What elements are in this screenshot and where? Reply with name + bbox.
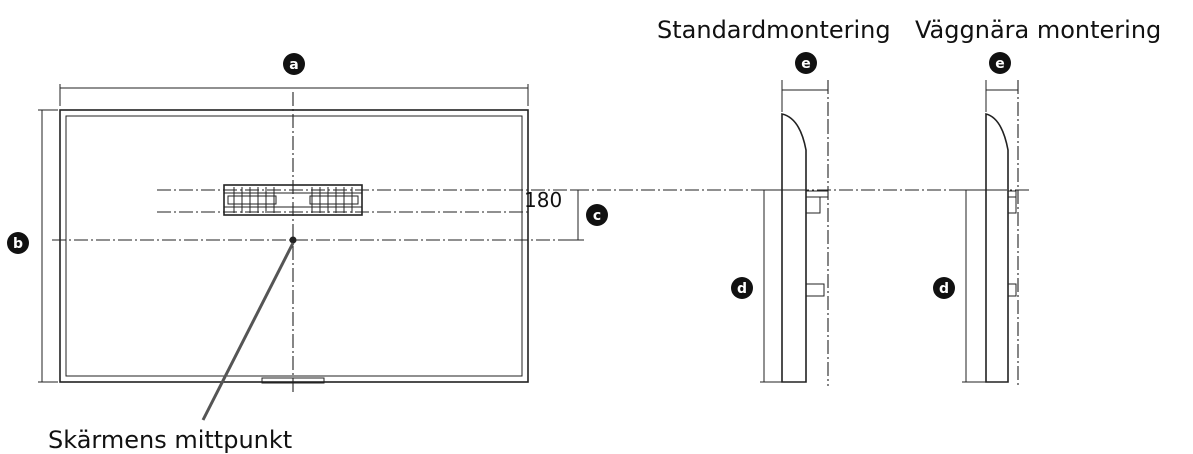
- offset-value-label: 180: [524, 188, 562, 212]
- center-point-leader: [201, 242, 295, 421]
- wall-close-foot-mount: [1007, 283, 1017, 297]
- badge-a: [283, 53, 305, 75]
- dimension-b: b: [7, 109, 58, 383]
- badge-d-standard-label: d: [737, 281, 747, 297]
- screen-center-point: [289, 236, 297, 244]
- standard-bracket-body: [805, 196, 821, 214]
- wall-close-profile: [985, 112, 1009, 383]
- side-view-standard: e d: [731, 52, 829, 386]
- wall-close-bracket-top: [1007, 190, 1017, 198]
- heading-wall-close-mounting: Väggnära montering: [915, 16, 1161, 44]
- badge-e-wall-close-label: e: [995, 56, 1005, 72]
- badge-c-label: c: [593, 208, 601, 224]
- badge-d-wall-close: [933, 277, 955, 299]
- badge-b: [7, 232, 29, 254]
- badge-c: [586, 204, 608, 226]
- dimension-a: a: [59, 53, 529, 106]
- badge-b-label: b: [13, 236, 23, 252]
- center-point-caption: Skärmens mittpunkt: [48, 426, 292, 454]
- standard-profile: [781, 113, 807, 383]
- badge-e-standard: [795, 52, 817, 74]
- wall-close-bracket-body: [1007, 196, 1017, 214]
- badge-e-wall-close: [989, 52, 1011, 74]
- standard-foot-mount: [805, 283, 825, 297]
- badge-e-standard-label: e: [801, 56, 811, 72]
- standard-bracket-top: [805, 190, 829, 198]
- screen-inner-frame: [65, 115, 523, 377]
- front-view: [52, 92, 1032, 421]
- badge-d-standard: [731, 277, 753, 299]
- badge-a-label: a: [289, 57, 298, 73]
- screen-outer-frame: [59, 109, 529, 383]
- badge-d-wall-close-label: d: [939, 281, 949, 297]
- heading-standard-mounting: Standardmontering: [657, 16, 891, 44]
- side-view-wall-close: e d: [933, 52, 1019, 386]
- dimension-c: 180 c: [524, 188, 608, 241]
